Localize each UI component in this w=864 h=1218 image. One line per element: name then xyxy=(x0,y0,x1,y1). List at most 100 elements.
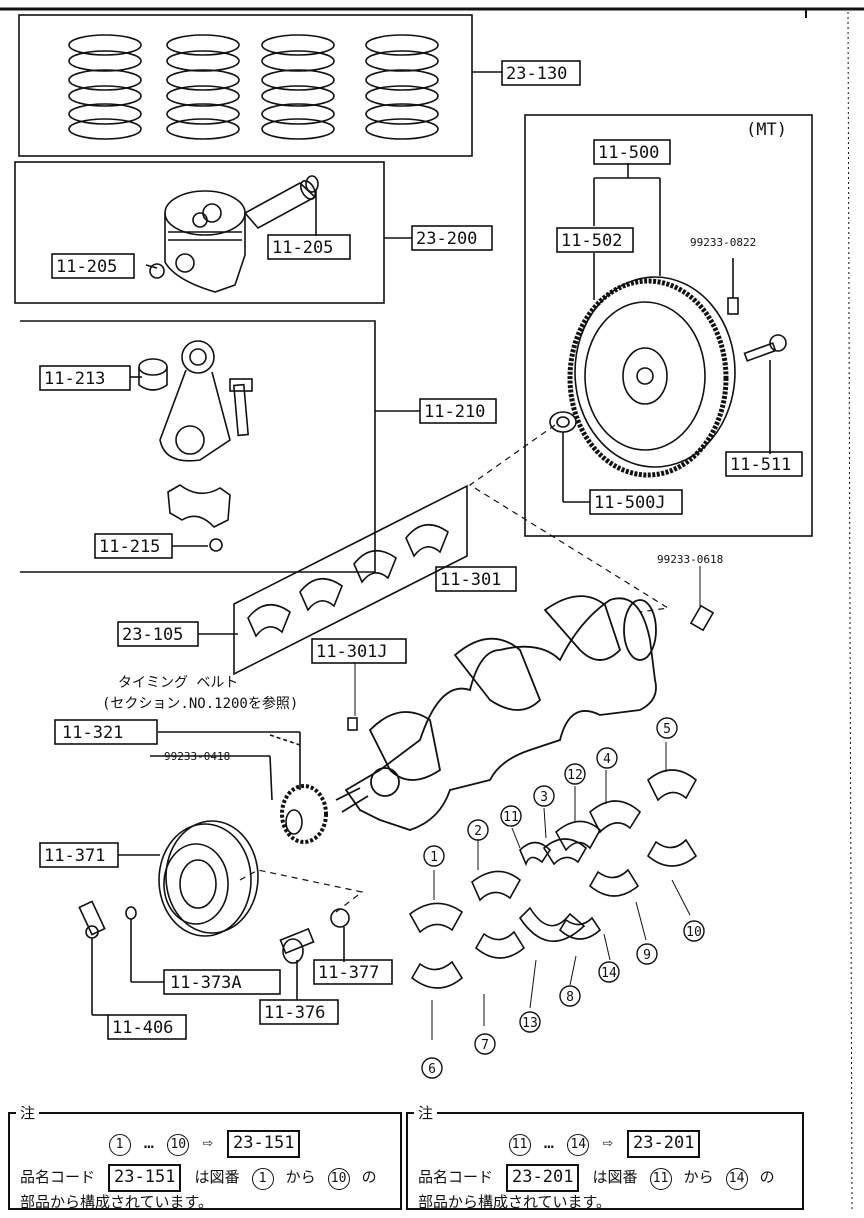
label-bolt: 11-406 xyxy=(112,1018,173,1038)
note-code: 23-151 xyxy=(227,1130,301,1158)
note-text: は図番 xyxy=(194,1167,240,1186)
bolt-icon xyxy=(78,900,106,939)
bearing-circles xyxy=(421,717,705,1079)
label-pulley-washer: 11-377 xyxy=(318,963,379,983)
note-line: 品名コード 23-201 は図番 11 から 14 の xyxy=(408,1163,802,1192)
arrow-icon: ⇨ xyxy=(202,1133,213,1153)
note-code: 23-151 xyxy=(108,1163,182,1192)
label-rod-bushing: 11-213 xyxy=(44,369,105,389)
piston-pin-icon xyxy=(243,175,319,230)
note-text: の xyxy=(361,1167,377,1186)
timing-belt-note-1: タイミング ベルト xyxy=(118,675,238,691)
bearing-num: 7 xyxy=(481,1038,489,1053)
bearing-leaders xyxy=(431,742,691,1040)
circled-number: 11 xyxy=(508,1134,531,1156)
note-range: 11 … 14 ⇨ 23-201 xyxy=(408,1130,802,1158)
arrow-icon: ⇨ xyxy=(602,1133,613,1153)
label-frames xyxy=(39,60,803,1040)
pilot-bearing-icon xyxy=(549,411,577,433)
label-pin-clip-right: 11-205 xyxy=(272,238,333,258)
bearing-num: 11 xyxy=(503,810,519,825)
flywheel-box xyxy=(524,114,813,537)
crank-dowel-icon xyxy=(689,604,715,632)
pulley-bolt-icon xyxy=(279,927,315,964)
label-dowel-crank: 99233-0618 xyxy=(657,553,723,566)
note-code: 23-201 xyxy=(627,1130,701,1158)
pin-clip-icon xyxy=(149,263,165,279)
flywheel-variant: (MT) xyxy=(746,120,787,140)
note-range: 1 … 10 ⇨ 23-151 xyxy=(10,1130,400,1158)
label-pilot-bearing: 11-500J xyxy=(594,493,666,513)
circled-number: 1 xyxy=(108,1134,131,1156)
bearing-num: 8 xyxy=(566,990,574,1005)
label-pulley-bolt: 11-376 xyxy=(264,1003,325,1023)
ellipsis: … xyxy=(543,1133,555,1153)
label-washer: 11-373A xyxy=(170,973,242,993)
piston-icon xyxy=(164,190,246,293)
circled-number: 10 xyxy=(167,1134,190,1156)
bearing-shells-icon xyxy=(247,524,449,638)
timing-belt-note-2: (セクション.NO.1200を参照) xyxy=(102,695,298,712)
main-bearings-icon xyxy=(408,769,698,989)
bearing-num: 9 xyxy=(643,948,651,963)
label-pin-clip-left: 11-205 xyxy=(56,257,117,277)
label-bearing-set: 23-105 xyxy=(122,625,183,645)
label-flywheel-bolt: 11-511 xyxy=(730,455,791,475)
note-line: 部品から構成されています。 xyxy=(20,1192,214,1211)
label-pulley: 11-371 xyxy=(44,846,105,866)
flywheel-bolt-icon xyxy=(743,334,787,362)
dowel-pin-icon xyxy=(727,297,739,315)
label-rod-cap: 11-215 xyxy=(99,537,160,557)
note-left: 注 1 … 10 ⇨ 23-151 品名コード 23-151 は図番 1 から … xyxy=(8,1103,402,1211)
bearing-num: 6 xyxy=(428,1062,436,1077)
label-connecting-rod: 11-210 xyxy=(424,402,485,422)
conrod-box xyxy=(20,320,376,573)
circled-number: 11 xyxy=(649,1167,672,1190)
note-line: 品名コード 23-151 は図番 1 から 10 の xyxy=(10,1163,400,1192)
pulley-washer-icon xyxy=(330,908,350,928)
label-dowel-upper: 99233-0822 xyxy=(690,236,756,249)
label-pulley-assembly: 11-321 xyxy=(62,723,123,743)
crank-key-icon xyxy=(347,717,358,731)
circled-number: 14 xyxy=(725,1167,748,1190)
rod-cap-icon xyxy=(167,484,231,552)
note-text: から xyxy=(683,1167,714,1186)
label-flywheel: 11-500 xyxy=(598,143,659,163)
bearing-num: 13 xyxy=(522,1016,538,1031)
label-ring-gear: 11-502 xyxy=(561,231,622,251)
piston-box xyxy=(14,161,385,304)
note-head: 注 xyxy=(414,1103,438,1124)
note-text: は図番 xyxy=(592,1167,638,1186)
circled-number: 10 xyxy=(327,1167,350,1190)
washer-icon xyxy=(125,906,137,920)
note-text: の xyxy=(759,1167,775,1186)
bearing-num: 12 xyxy=(567,768,583,783)
note-text: から xyxy=(285,1167,316,1186)
bearing-num: 14 xyxy=(601,966,617,981)
connecting-rod-icon xyxy=(159,340,253,462)
bearing-set-plate xyxy=(233,484,468,676)
bearing-num: 10 xyxy=(686,925,702,940)
bearing-num: 1 xyxy=(430,850,438,865)
circled-number: 1 xyxy=(251,1167,274,1190)
note-right: 注 11 … 14 ⇨ 23-201 品名コード 23-201 は図番 11 か… xyxy=(406,1103,804,1211)
circled-number: 14 xyxy=(567,1134,590,1156)
crankshaft-icon xyxy=(335,595,657,831)
label-rings: 23-130 xyxy=(506,64,567,84)
timing-sprocket-icon xyxy=(280,784,328,844)
note-text: 品名コード xyxy=(20,1167,96,1186)
rings-box xyxy=(18,14,473,157)
bearing-num: 4 xyxy=(603,752,611,767)
label-crank-key: 11-301J xyxy=(316,642,388,662)
bearing-num: 2 xyxy=(474,824,482,839)
flywheel-icon xyxy=(567,276,736,478)
label-piston: 23-200 xyxy=(416,229,477,249)
note-line: 部品から構成されています。 xyxy=(418,1192,612,1211)
bearing-num: 5 xyxy=(663,722,671,737)
note-code: 23-201 xyxy=(506,1163,580,1192)
crank-pulley-icon xyxy=(158,820,259,937)
bearing-numbers: 1 2 3 4 5 6 7 8 9 10 11 12 13 14 xyxy=(428,722,702,1077)
note-text: 品名コード xyxy=(418,1167,494,1186)
